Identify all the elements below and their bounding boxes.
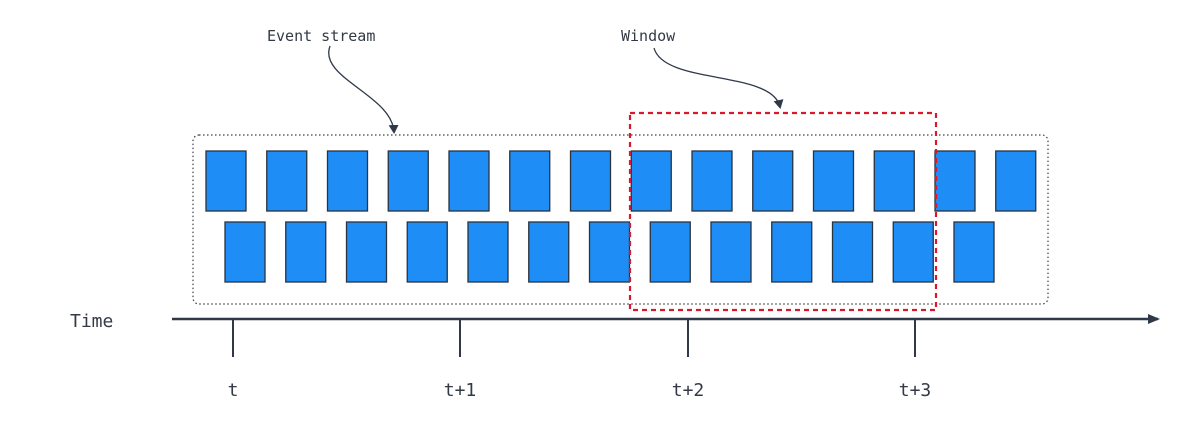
event-block-top-2 [266, 150, 308, 212]
tick-label-3: t+2 [672, 380, 705, 401]
event-block-bottom-5 [467, 221, 509, 283]
event-block-bottom-11 [831, 221, 874, 283]
event-block-bottom-9 [710, 221, 752, 283]
event-block-bottom-12 [892, 221, 934, 283]
event-row-bottom [224, 221, 995, 283]
window-frame [628, 111, 938, 312]
event-stream-callout-arrow [328, 45, 399, 134]
event-block-bottom-6 [528, 221, 570, 283]
window-callout-arrow [653, 47, 784, 109]
event-block-bottom-13 [953, 221, 995, 283]
event-block-top-4 [387, 150, 429, 212]
event-block-top-10 [752, 150, 794, 212]
event-block-top-5 [448, 150, 490, 212]
event-block-top-11 [812, 150, 855, 212]
event-block-bottom-10 [771, 221, 813, 283]
tick-label-4: t+3 [899, 380, 932, 401]
time-ticks: t t+1 t+2 t+3 [228, 319, 932, 401]
event-block-bottom-3 [345, 221, 388, 283]
event-block-bottom-2 [285, 221, 327, 283]
event-row-top [205, 150, 1037, 212]
event-block-bottom-8 [649, 221, 691, 283]
event-block-top-6 [509, 150, 551, 212]
event-block-top-8 [630, 150, 672, 212]
tick-label-2: t+1 [444, 380, 477, 401]
event-block-top-7 [569, 150, 612, 212]
event-block-bottom-4 [406, 221, 448, 283]
time-axis-label: Time [70, 311, 113, 332]
event-block-top-14 [995, 150, 1037, 212]
event-block-bottom-1 [224, 221, 266, 283]
event-stream-container [192, 134, 1049, 305]
event-block-top-12 [873, 150, 915, 212]
event-block-top-9 [691, 150, 733, 212]
event-stream-label: Event stream [267, 27, 375, 45]
tick-label-1: t [228, 380, 239, 401]
event-block-top-3 [326, 150, 369, 212]
event-block-top-13 [934, 150, 976, 212]
event-block-bottom-7 [588, 221, 631, 283]
event-block-top-1 [205, 150, 247, 212]
window-label: Window [621, 27, 676, 45]
